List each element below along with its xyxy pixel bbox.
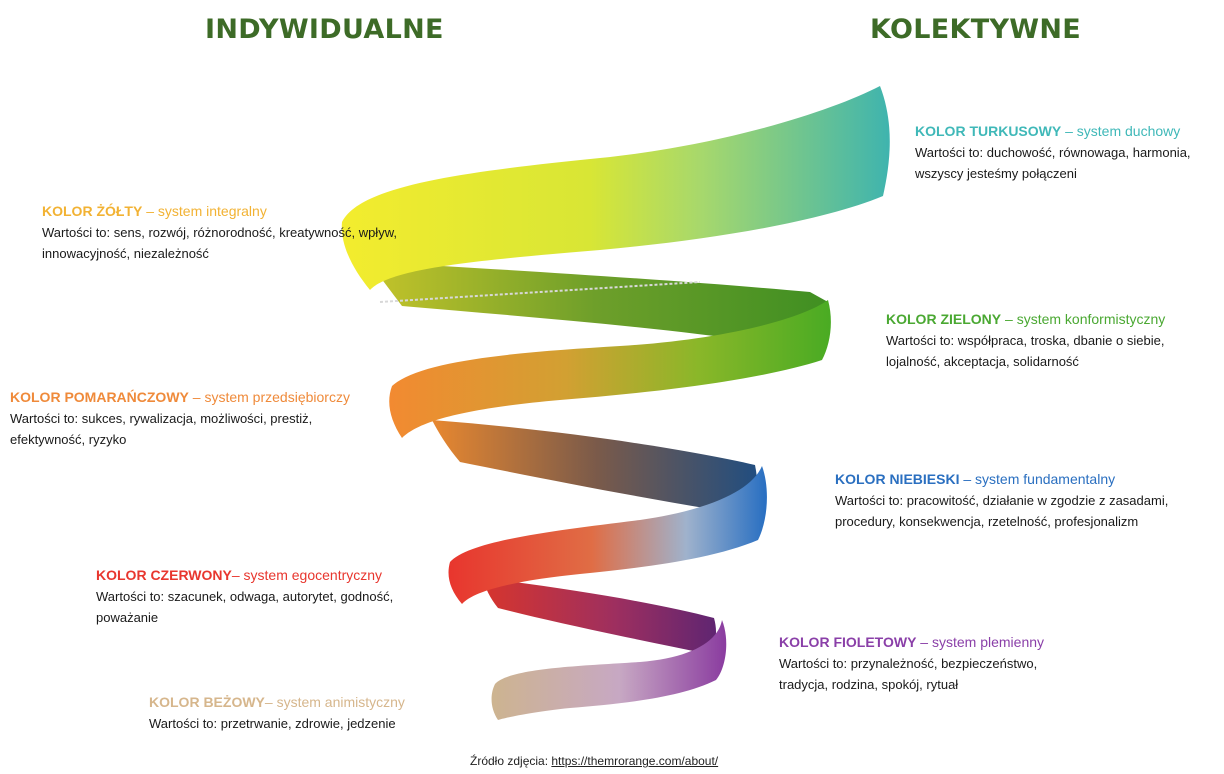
header-individual: INDYWIDUALNE xyxy=(205,14,444,45)
source-link[interactable]: https://themrorange.com/about/ xyxy=(551,754,719,768)
level-system: – system egocentryczny xyxy=(231,567,383,583)
level-values: Wartości to: przetrwanie, zdrowie, jedze… xyxy=(149,716,396,731)
level-values: Wartości to: sukces, rywalizacja, możliw… xyxy=(10,411,313,447)
level-beige: KOLOR BEŻOWY– system animistyczny Wartoś… xyxy=(149,692,449,734)
level-title: KOLOR CZERWONY xyxy=(96,567,232,583)
level-system: – system przedsiębiorczy xyxy=(188,389,350,405)
shadow-line xyxy=(379,281,701,303)
level-system: – system fundamentalny xyxy=(959,471,1116,487)
band-beige-purple xyxy=(491,620,727,720)
image-source: Źródło zdjęcia: https://themrorange.com/… xyxy=(470,754,718,768)
level-blue: KOLOR NIEBIESKI – system fundamentalny W… xyxy=(835,469,1175,532)
level-system: – system integralny xyxy=(142,203,267,219)
level-purple: KOLOR FIOLETOWY – system plemienny Warto… xyxy=(779,632,1089,695)
level-red: KOLOR CZERWONY– system egocentryczny War… xyxy=(96,565,441,628)
level-values: Wartości to: duchowość, równowaga, harmo… xyxy=(915,145,1191,181)
level-green: KOLOR ZIELONY – system konformistyczny W… xyxy=(886,309,1206,372)
level-title: KOLOR NIEBIESKI xyxy=(835,471,960,487)
band-red-purple-back xyxy=(483,578,716,654)
band-yellow-green-back xyxy=(370,262,829,352)
level-title: KOLOR ZIELONY xyxy=(886,311,1002,327)
band-red-blue xyxy=(448,466,767,604)
level-yellow: KOLOR ŻÓŁTY – system integralny Wartości… xyxy=(42,201,397,264)
band-top-teal-yellow xyxy=(341,86,890,290)
level-system: – system plemienny xyxy=(916,634,1045,650)
level-values: Wartości to: pracowitość, działanie w zg… xyxy=(835,493,1169,529)
level-values: Wartości to: szacunek, odwaga, autorytet… xyxy=(96,589,394,625)
level-system: – system animistyczny xyxy=(264,694,405,710)
level-turquoise: KOLOR TURKUSOWY – system duchowy Wartośc… xyxy=(915,121,1220,184)
header-collective: KOLEKTYWNE xyxy=(870,14,1082,45)
source-prefix: Źródło zdjęcia: xyxy=(470,754,552,768)
level-values: Wartości to: współpraca, troska, dbanie … xyxy=(886,333,1165,369)
band-orange-green xyxy=(389,300,831,438)
band-orange-blue-back xyxy=(432,420,758,515)
level-title: KOLOR FIOLETOWY xyxy=(779,634,917,650)
level-title: KOLOR TURKUSOWY xyxy=(915,123,1062,139)
level-values: Wartości to: sens, rozwój, różnorodność,… xyxy=(42,225,397,261)
level-values: Wartości to: przynależność, bezpieczeńst… xyxy=(779,656,1038,692)
level-title: KOLOR ŻÓŁTY xyxy=(42,203,143,219)
level-system: – system duchowy xyxy=(1061,123,1181,139)
level-title: KOLOR BEŻOWY xyxy=(149,694,265,710)
level-orange: KOLOR POMARAŃCZOWY – system przedsiębior… xyxy=(10,387,390,450)
level-system: – system konformistyczny xyxy=(1001,311,1166,327)
level-title: KOLOR POMARAŃCZOWY xyxy=(10,389,189,405)
